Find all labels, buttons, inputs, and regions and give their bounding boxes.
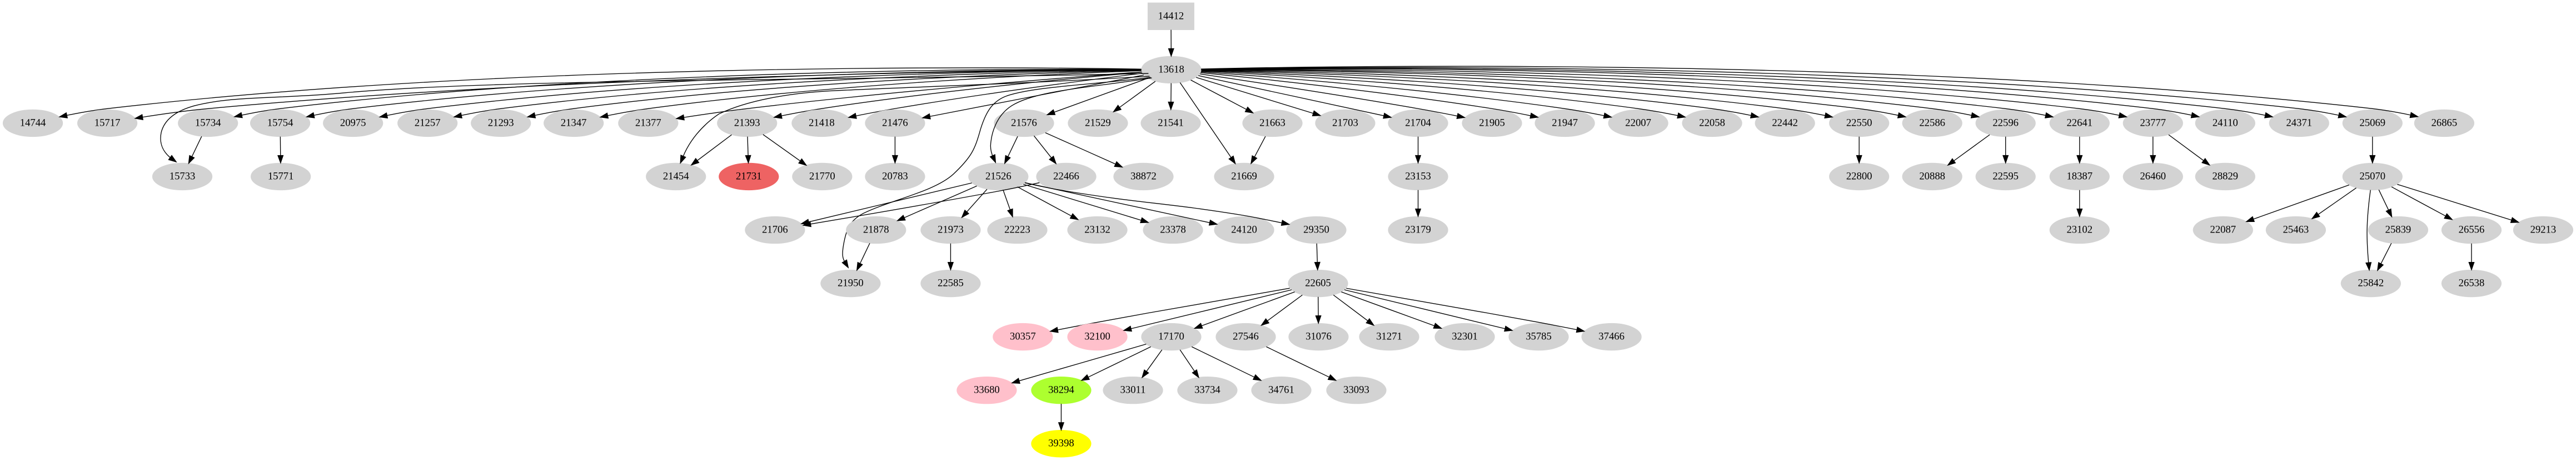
svg-text:23132: 23132 — [1084, 224, 1110, 235]
svg-text:14744: 14744 — [20, 117, 46, 128]
svg-text:21669: 21669 — [1231, 170, 1257, 182]
svg-text:21576: 21576 — [1011, 117, 1037, 128]
svg-text:18387: 18387 — [2066, 170, 2092, 182]
svg-text:17170: 17170 — [1158, 331, 1184, 343]
svg-text:38872: 38872 — [1130, 170, 1157, 182]
svg-text:35785: 35785 — [1526, 331, 1552, 343]
svg-text:15771: 15771 — [268, 170, 294, 182]
svg-text:26865: 26865 — [2431, 117, 2458, 128]
svg-text:22442: 22442 — [1772, 117, 1798, 128]
svg-text:23378: 23378 — [1160, 224, 1186, 235]
svg-text:24371: 24371 — [2286, 117, 2312, 128]
svg-text:23777: 23777 — [2140, 117, 2166, 128]
svg-text:21476: 21476 — [882, 117, 908, 128]
svg-text:20975: 20975 — [340, 117, 366, 128]
svg-text:33011: 33011 — [1120, 384, 1146, 396]
svg-text:25842: 25842 — [2358, 277, 2384, 289]
svg-text:21703: 21703 — [1332, 117, 1358, 128]
svg-text:21947: 21947 — [1552, 117, 1578, 128]
svg-text:21663: 21663 — [1259, 117, 1285, 128]
svg-text:22596: 22596 — [1992, 117, 2019, 128]
svg-text:25069: 25069 — [2359, 117, 2385, 128]
svg-text:34761: 34761 — [1268, 384, 1294, 396]
svg-text:22586: 22586 — [1919, 117, 1945, 128]
svg-text:33680: 33680 — [974, 384, 1000, 396]
svg-text:21905: 21905 — [1479, 117, 1505, 128]
svg-text:24110: 24110 — [2213, 117, 2238, 128]
svg-text:21973: 21973 — [938, 224, 964, 235]
svg-text:23102: 23102 — [2066, 224, 2092, 235]
svg-text:29213: 29213 — [2530, 224, 2557, 235]
svg-text:26556: 26556 — [2459, 224, 2485, 235]
svg-text:25839: 25839 — [2385, 224, 2411, 235]
svg-text:21526: 21526 — [985, 170, 1012, 182]
svg-text:30357: 30357 — [1010, 331, 1036, 343]
svg-text:28829: 28829 — [2213, 170, 2239, 182]
svg-text:22550: 22550 — [1846, 117, 1872, 128]
svg-text:22641: 22641 — [2066, 117, 2092, 128]
svg-text:21257: 21257 — [415, 117, 441, 128]
svg-text:39398: 39398 — [1048, 438, 1074, 449]
svg-text:37466: 37466 — [1598, 331, 1625, 343]
svg-text:24120: 24120 — [1231, 224, 1257, 235]
svg-text:23179: 23179 — [1405, 224, 1431, 235]
svg-text:29350: 29350 — [1303, 224, 1329, 235]
svg-text:26460: 26460 — [2140, 170, 2166, 182]
svg-text:21418: 21418 — [809, 117, 835, 128]
svg-text:27546: 27546 — [1233, 331, 1259, 343]
svg-text:33734: 33734 — [1194, 384, 1220, 396]
svg-text:21950: 21950 — [838, 277, 864, 289]
svg-text:21347: 21347 — [561, 117, 587, 128]
svg-text:15717: 15717 — [94, 117, 121, 128]
svg-text:22800: 22800 — [1846, 170, 1872, 182]
svg-text:21393: 21393 — [734, 117, 760, 128]
svg-text:25070: 25070 — [2359, 170, 2385, 182]
svg-text:21878: 21878 — [863, 224, 889, 235]
svg-text:32100: 32100 — [1084, 331, 1110, 343]
svg-text:22605: 22605 — [1305, 277, 1331, 289]
svg-text:25463: 25463 — [2283, 224, 2309, 235]
svg-text:31076: 31076 — [1306, 331, 1332, 343]
svg-text:22087: 22087 — [2210, 224, 2236, 235]
svg-text:20783: 20783 — [882, 170, 908, 182]
svg-text:22595: 22595 — [1992, 170, 2019, 182]
svg-text:21706: 21706 — [762, 224, 788, 235]
svg-text:32301: 32301 — [1452, 331, 1478, 343]
svg-text:14412: 14412 — [1158, 10, 1184, 22]
svg-text:20888: 20888 — [1919, 170, 1945, 182]
svg-text:21770: 21770 — [809, 170, 835, 182]
svg-text:23153: 23153 — [1405, 170, 1431, 182]
svg-text:22058: 22058 — [1699, 117, 1725, 128]
svg-text:13618: 13618 — [1158, 63, 1184, 75]
svg-text:15734: 15734 — [195, 117, 221, 128]
svg-text:21454: 21454 — [663, 170, 689, 182]
svg-text:21541: 21541 — [1158, 117, 1184, 128]
svg-text:21529: 21529 — [1085, 117, 1111, 128]
svg-text:22223: 22223 — [1004, 224, 1030, 235]
svg-text:21293: 21293 — [488, 117, 514, 128]
svg-text:31271: 31271 — [1376, 331, 1402, 343]
svg-text:26538: 26538 — [2459, 277, 2485, 289]
svg-text:33093: 33093 — [1343, 384, 1369, 396]
svg-text:22007: 22007 — [1625, 117, 1651, 128]
svg-text:38294: 38294 — [1048, 384, 1074, 396]
svg-text:21704: 21704 — [1405, 117, 1431, 128]
svg-text:21731: 21731 — [736, 170, 762, 182]
svg-text:15754: 15754 — [267, 117, 293, 128]
svg-text:21377: 21377 — [635, 117, 661, 128]
svg-text:22466: 22466 — [1053, 170, 1079, 182]
svg-text:15733: 15733 — [170, 170, 196, 182]
svg-text:22585: 22585 — [938, 277, 964, 289]
